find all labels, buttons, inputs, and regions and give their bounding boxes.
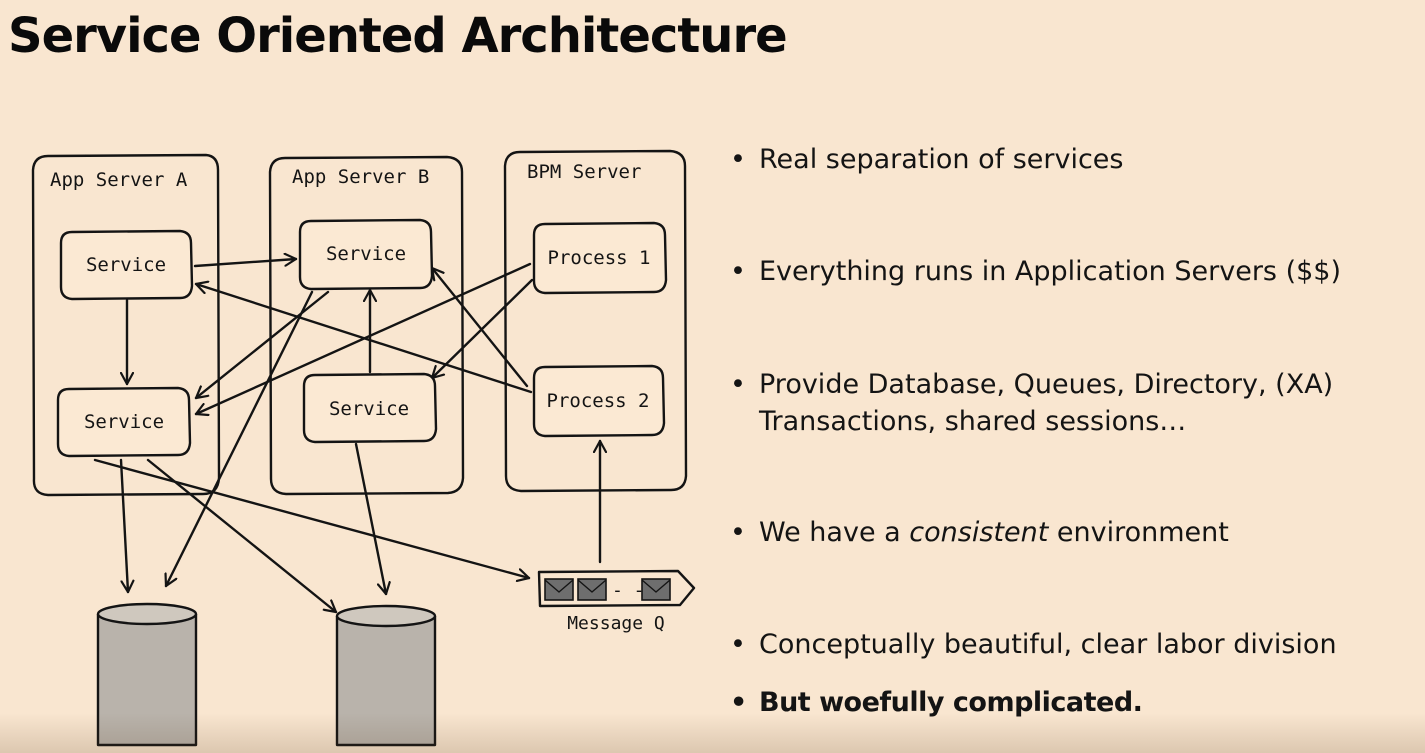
arrow-process1-to-a-bottom (194, 262, 532, 414)
app-server-a-label: App Server A (50, 169, 188, 191)
arrow-b-bottom-to-db2 (354, 442, 386, 596)
bullet-text: Everything runs in Application Servers (… (759, 256, 1341, 287)
bullet-marker: • (730, 687, 747, 718)
svg-text:Process 1: Process 1 (548, 247, 651, 269)
bullet-text: We have a consistent environment (759, 517, 1229, 548)
arrow-a-bottom-to-db1 (119, 458, 128, 594)
node-a-service-bottom: Service (56, 386, 192, 458)
envelope-icon (544, 578, 574, 601)
node-process-2: Process 2 (532, 364, 666, 438)
bullet-text: Conceptually beautiful, clear labor divi… (759, 629, 1337, 660)
arrow-b-top-to-a-bottom (194, 290, 330, 400)
envelope-icon (641, 578, 671, 601)
bullet-marker: • (730, 517, 746, 548)
database-icon (96, 602, 198, 747)
emphasis: consistent (909, 517, 1049, 548)
bpm-server: BPM Server (503, 149, 688, 493)
svg-text:Service: Service (329, 398, 409, 420)
message-queue-label: Message Q (567, 613, 665, 634)
bullet-text-line2: Transactions, shared sessions… (759, 406, 1187, 437)
node-b-service-bottom: Service (302, 372, 438, 444)
arrow-a-top-to-b-top (193, 259, 298, 268)
svg-text:Service: Service (326, 243, 406, 265)
arrow-process1-to-b-bottom (430, 278, 534, 380)
bullet-text-line1: Provide Database, Queues, Directory, (XA… (759, 369, 1334, 400)
database-icon (335, 604, 437, 747)
app-server-b: App Server B (268, 155, 465, 496)
app-server-b-label: App Server B (292, 166, 429, 188)
node-a-service-top: Service (59, 229, 194, 301)
connections (93, 259, 600, 614)
svg-text:Process 2: Process 2 (547, 390, 650, 412)
bullet-text: Provide Database, Queues, Directory, (XA… (759, 366, 1333, 440)
arrow-a-bottom-to-db2 (146, 458, 338, 614)
envelope-icon (577, 578, 607, 601)
bullet-marker: • (730, 369, 746, 400)
bullet-marker: • (730, 256, 746, 287)
app-server-a: App Server A (31, 153, 221, 497)
arrow-b-top-to-db1 (166, 290, 314, 588)
bpm-server-label: BPM Server (527, 161, 641, 183)
svg-text:Service: Service (86, 254, 166, 276)
bullet-marker: • (730, 629, 746, 660)
bullet-text: But woefully complicated. (759, 687, 1143, 718)
message-queue: - - - Message Q (537, 569, 696, 634)
svg-text:Service: Service (84, 411, 164, 433)
slide-title: Service Oriented Architecture (8, 8, 788, 64)
node-process-1: Process 1 (532, 221, 668, 295)
soa-diagram: App Server A App Server B BPM Server Ser… (31, 149, 696, 747)
arrow-a-bottom-to-queue (93, 458, 531, 578)
bottom-shade (0, 713, 1425, 753)
arrow-process2-to-b-top (430, 266, 529, 388)
bullet-marker: • (730, 144, 746, 175)
bullet-text: Real separation of services (759, 144, 1124, 175)
node-b-service-top: Service (298, 218, 434, 291)
